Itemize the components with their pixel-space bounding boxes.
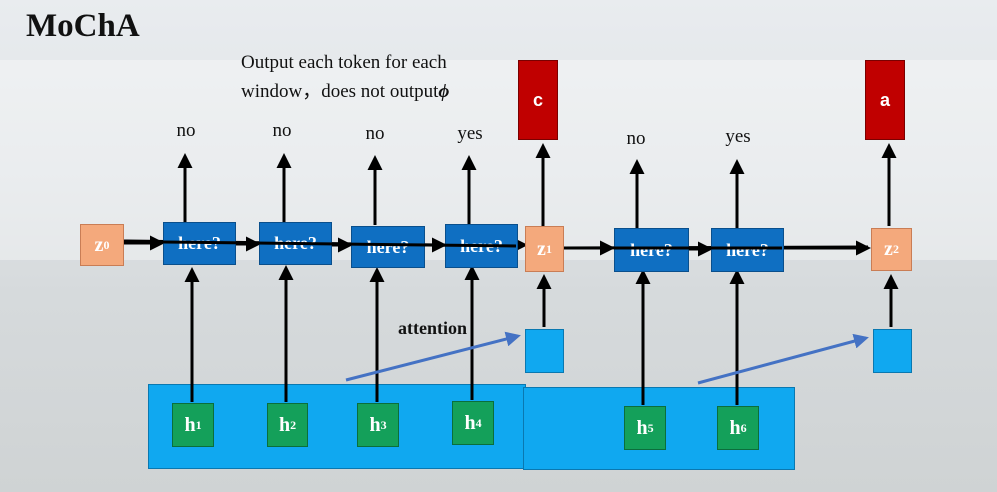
attention-output-1	[525, 329, 564, 373]
here-box-5: here?	[614, 228, 689, 272]
chain-overlay-line-1	[162, 240, 517, 248]
attention-output-2	[873, 329, 912, 373]
output-token-a: a	[865, 60, 905, 140]
slide-title: MoChA	[26, 8, 140, 44]
here-box-3: here?	[351, 226, 425, 268]
here-box-6: here?	[711, 228, 784, 272]
note-line-2: window，does not outputϕ	[241, 81, 450, 102]
decision-label-4: yes	[457, 123, 483, 144]
attention-arrow-1	[345, 331, 521, 382]
phi-symbol: ϕ	[438, 81, 450, 102]
attention-arrow-2	[697, 333, 869, 385]
decision-label-1: no	[176, 120, 196, 141]
decision-label-6: yes	[725, 126, 751, 147]
decision-label-3: no	[365, 123, 385, 144]
output-token-c: c	[518, 60, 558, 140]
decision-label-2: no	[272, 120, 292, 141]
decision-label-5: no	[626, 128, 646, 149]
note-line-1: Output each token for each	[241, 52, 447, 73]
attention-label: attention	[398, 318, 467, 338]
note-text: Output each token for each window，does n…	[241, 48, 516, 106]
